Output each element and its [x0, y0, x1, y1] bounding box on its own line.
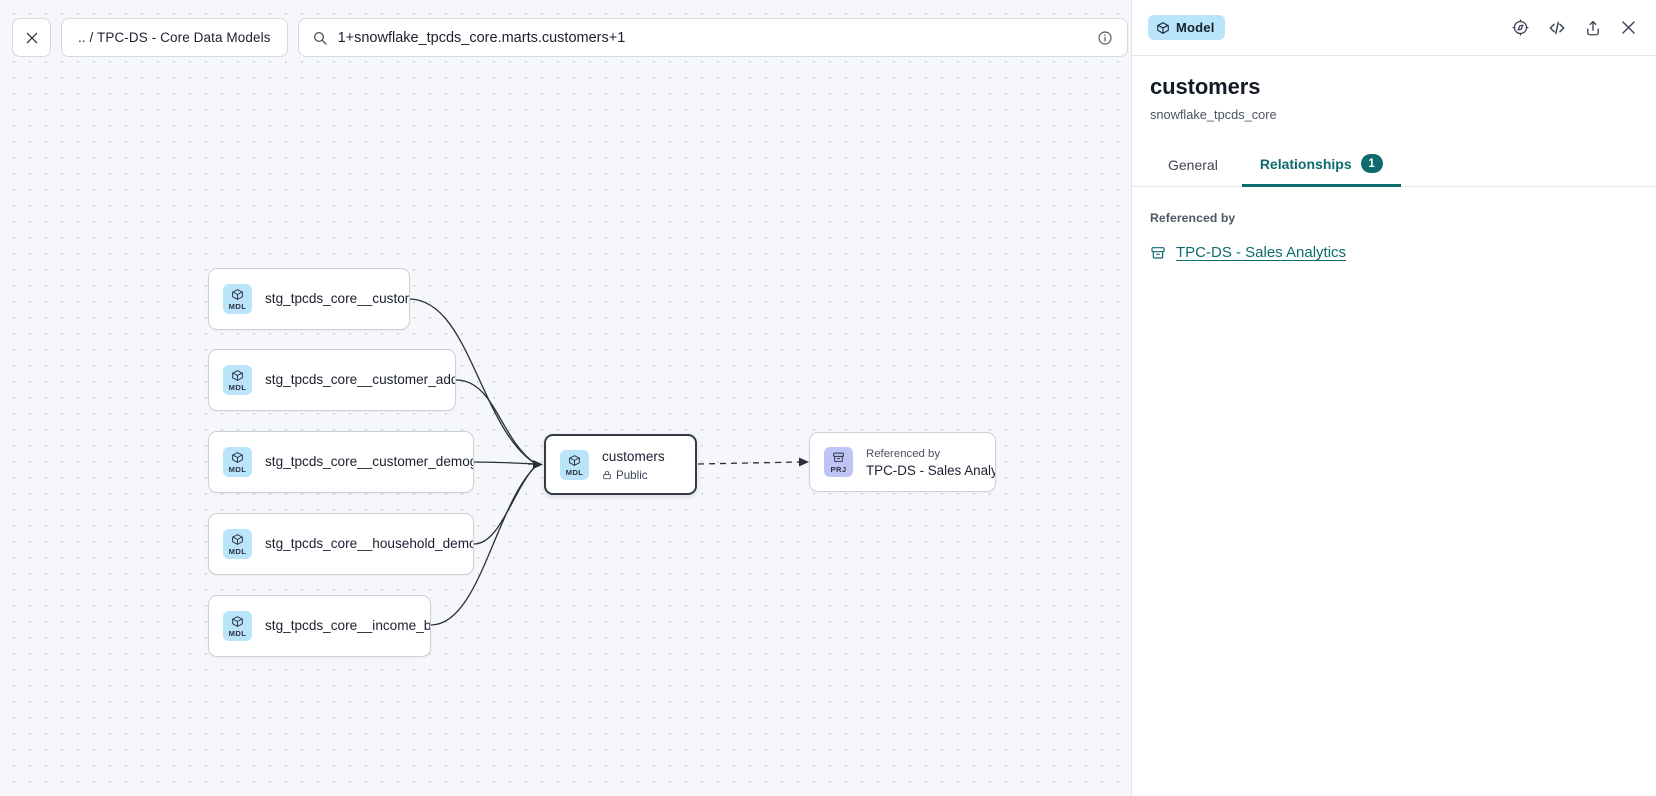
lineage-node-stg-income-band[interactable]: MDL stg_tpcds_core__income_band — [208, 595, 431, 657]
close-panel-icon[interactable] — [1619, 18, 1638, 37]
tab-general[interactable]: General — [1150, 147, 1236, 187]
node-label: customers — [602, 449, 665, 464]
breadcrumb: .. / TPC-DS - Core Data Models — [62, 30, 287, 45]
cube-icon — [568, 454, 581, 467]
model-badge: MDL — [560, 450, 589, 480]
compass-icon[interactable] — [1511, 18, 1530, 37]
project-icon — [1150, 245, 1166, 261]
model-badge: MDL — [223, 611, 252, 641]
model-badge: MDL — [223, 447, 252, 477]
badge-text: MDL — [229, 302, 247, 311]
close-lineage-button[interactable] — [12, 18, 51, 57]
node-overline: Referenced by — [866, 448, 940, 460]
node-access: Public — [602, 469, 665, 482]
tab-relationships[interactable]: Relationships 1 — [1242, 144, 1401, 187]
section-label-referenced-by: Referenced by — [1150, 211, 1638, 225]
page-title: customers — [1150, 74, 1638, 100]
node-label: stg_tpcds_core__income_band — [265, 618, 431, 633]
cube-icon — [231, 533, 244, 546]
node-label: TPC-DS - Sales Analytics — [866, 463, 996, 478]
asset-type-label: Model — [1176, 20, 1215, 35]
search-icon — [312, 30, 328, 46]
tab-label: General — [1168, 157, 1218, 173]
lineage-node-stg-customer-demographics[interactable]: MDL stg_tpcds_core__customer_demogra… — [208, 431, 474, 493]
relationships-content: Referenced by TPC-DS - Sales Analytics — [1132, 187, 1656, 261]
badge-text: MDL — [566, 468, 584, 477]
lineage-node-referenced-by-project[interactable]: PRJ Referenced by TPC-DS - Sales Analyti… — [809, 432, 996, 492]
referenced-by-link[interactable]: TPC-DS - Sales Analytics — [1176, 244, 1346, 261]
info-icon[interactable] — [1097, 30, 1113, 46]
lineage-canvas[interactable]: MDL stg_tpcds_core__customer MDL stg_tpc… — [0, 0, 1132, 796]
node-label: stg_tpcds_core__customer_address — [265, 372, 456, 387]
model-badge: MDL — [223, 284, 252, 314]
badge-text: MDL — [229, 465, 247, 474]
node-label: stg_tpcds_core__customer — [265, 291, 410, 306]
model-badge: MDL — [223, 365, 252, 395]
badge-text: MDL — [229, 547, 247, 556]
project-icon — [832, 451, 845, 464]
tab-count-badge: 1 — [1361, 154, 1383, 173]
cube-icon — [1156, 21, 1170, 35]
asset-heading: customers snowflake_tpcds_core — [1132, 56, 1656, 122]
lineage-edges — [0, 0, 1132, 796]
code-icon[interactable] — [1547, 18, 1567, 38]
details-panel: Model customers snowflake_tpcds_core — [1132, 0, 1656, 796]
tab-label: Relationships — [1260, 156, 1352, 172]
share-icon[interactable] — [1584, 19, 1602, 37]
node-label: stg_tpcds_core__household_demogr… — [265, 536, 474, 551]
close-icon — [24, 30, 40, 46]
list-item[interactable]: TPC-DS - Sales Analytics — [1150, 244, 1346, 261]
asset-type-chip: Model — [1148, 15, 1225, 40]
search-input[interactable] — [338, 30, 1087, 46]
cube-icon — [231, 451, 244, 464]
lineage-node-stg-household-demographics[interactable]: MDL stg_tpcds_core__household_demogr… — [208, 513, 474, 575]
cube-icon — [231, 369, 244, 382]
node-label: stg_tpcds_core__customer_demogra… — [265, 454, 474, 469]
lineage-node-stg-customer[interactable]: MDL stg_tpcds_core__customer — [208, 268, 410, 330]
badge-text: MDL — [229, 383, 247, 392]
asset-source: snowflake_tpcds_core — [1150, 107, 1638, 122]
badge-text: MDL — [229, 629, 247, 638]
panel-header-actions — [1511, 18, 1638, 38]
badge-text: PRJ — [831, 465, 847, 474]
cube-icon — [231, 615, 244, 628]
node-access-label: Public — [616, 469, 648, 482]
model-badge: MDL — [223, 529, 252, 559]
lock-icon — [602, 470, 612, 480]
details-tabs: General Relationships 1 — [1132, 144, 1656, 187]
lineage-toolbar: .. / TPC-DS - Core Data Models — [12, 18, 1132, 57]
lineage-node-stg-customer-address[interactable]: MDL stg_tpcds_core__customer_address — [208, 349, 456, 411]
project-badge: PRJ — [824, 447, 853, 477]
lineage-search-box[interactable] — [298, 18, 1128, 57]
lineage-node-customers-selected[interactable]: MDL customers Public — [544, 434, 697, 495]
cube-icon — [231, 288, 244, 301]
breadcrumb-button[interactable]: .. / TPC-DS - Core Data Models — [61, 18, 288, 57]
details-panel-header: Model — [1132, 0, 1656, 56]
